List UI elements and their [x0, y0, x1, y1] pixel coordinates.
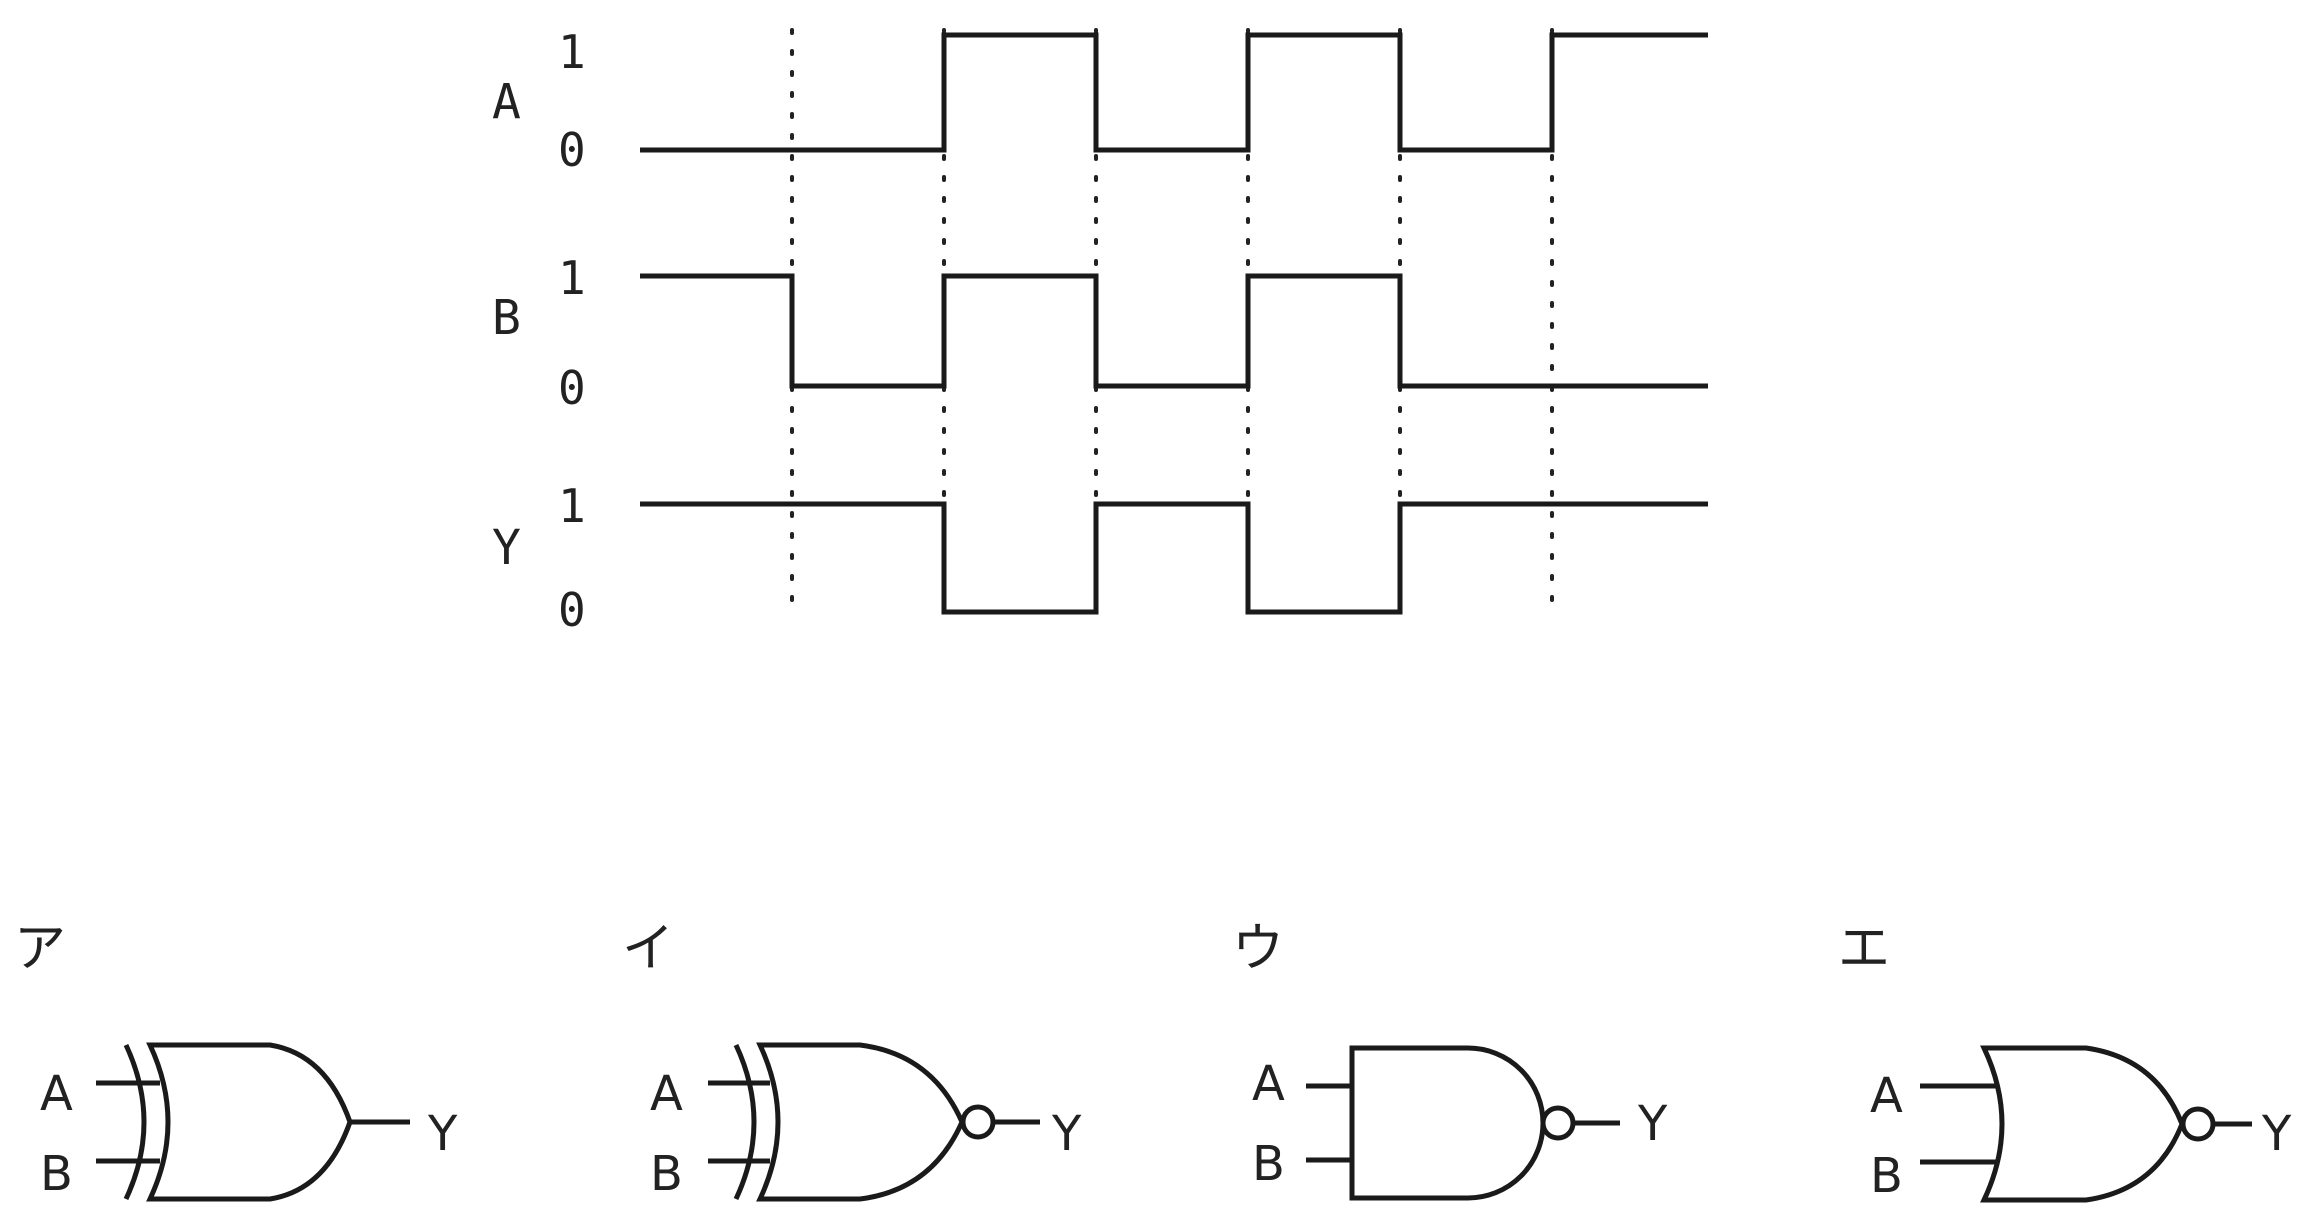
input-b-label: B	[650, 1146, 683, 1202]
signal-b: B 1 0	[492, 251, 1708, 415]
xnor-gate-symbol	[708, 1042, 1040, 1202]
level-low-label: 0	[558, 361, 586, 415]
output-label: Y	[1637, 1096, 1668, 1152]
option-label: エ	[1838, 919, 1890, 979]
waveform-y	[640, 501, 1708, 615]
inverter-bubble-icon	[1540, 1105, 1576, 1141]
signal-name: B	[492, 290, 521, 346]
waveform-a	[640, 32, 1708, 153]
option-label: イ	[622, 919, 674, 979]
signal-a: A 1 0	[492, 25, 1708, 177]
level-high-label: 1	[558, 479, 586, 533]
inverter-bubble-icon	[960, 1104, 996, 1140]
signal-y: Y 1 0	[492, 479, 1708, 637]
input-b-label: B	[40, 1146, 73, 1202]
input-a-label: A	[650, 1066, 683, 1122]
level-high-label: 1	[558, 251, 586, 305]
input-b-label: B	[1870, 1148, 1903, 1204]
input-a-label: A	[40, 1066, 73, 1122]
waveform-b	[640, 273, 1708, 389]
nor-gate-symbol	[1920, 1045, 2252, 1203]
input-a-label: A	[1870, 1068, 1903, 1124]
gate-option-c: ウ A B Y	[1232, 919, 1668, 1201]
output-label: Y	[2261, 1106, 2292, 1162]
input-a-label: A	[1252, 1056, 1285, 1112]
gate-option-d: エ A B Y	[1838, 919, 2292, 1204]
input-b-label: B	[1252, 1136, 1285, 1192]
output-label: Y	[1051, 1106, 1082, 1162]
level-low-label: 0	[558, 583, 586, 637]
option-label: ア	[14, 919, 66, 979]
xor-gate-symbol	[96, 1042, 410, 1202]
output-label: Y	[427, 1106, 458, 1162]
option-label: ウ	[1232, 919, 1284, 979]
inverter-bubble-icon	[2180, 1106, 2216, 1142]
level-high-label: 1	[558, 25, 586, 79]
level-low-label: 0	[558, 123, 586, 177]
timing-guides	[790, 28, 1554, 617]
gate-option-a: ア A B Y	[14, 919, 458, 1202]
nand-gate-symbol	[1306, 1045, 1620, 1201]
signal-name: A	[492, 74, 521, 130]
signal-name: Y	[492, 520, 521, 576]
gate-option-b: イ A B Y	[622, 919, 1082, 1202]
